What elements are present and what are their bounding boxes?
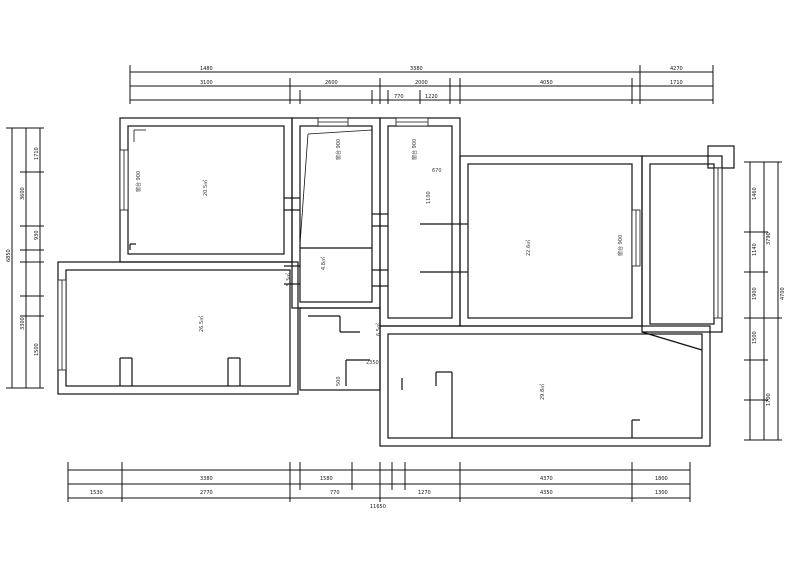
dimension-lines	[6, 65, 782, 502]
dim-top-outer-2: 4270	[670, 66, 683, 72]
dim-bottom-inner-5: 1300	[655, 490, 668, 496]
window-label-kitchen: 窗台 900	[411, 139, 418, 160]
dim-left-inner-3: 3300	[20, 317, 26, 330]
window-label-nw: 窗台 900	[135, 171, 142, 192]
dim-bottom-inner-1: 2770	[200, 490, 213, 496]
dim-right-inner-4: 1700	[766, 393, 772, 406]
dim-top-inner-1: 2600	[325, 80, 338, 86]
dim-left-outer-0: 6850	[6, 249, 12, 262]
dim-top-inner-5: 4050	[540, 80, 553, 86]
dim-bottom-outer-0: 3380	[200, 476, 213, 482]
window-label-east: 窗台 900	[617, 235, 624, 256]
dim-bottom-inner-4: 4350	[540, 490, 553, 496]
dim-top-inner-0: 3100	[200, 80, 213, 86]
dim-top-inner-4: 1220	[425, 94, 438, 100]
dim-left-inner-2: 930	[34, 230, 40, 240]
dim-bottom-inner-0: 1530	[90, 490, 103, 496]
dim-bottom-inner-3: 1270	[418, 490, 431, 496]
dim-right-inner-0: 1460	[752, 187, 758, 200]
small-label-0: 670	[432, 168, 442, 174]
dim-bottom-outer-1: 1580	[320, 476, 333, 482]
dim-bottom-outer-2: 4370	[540, 476, 553, 482]
dimension-labels: 1480 3380 4270 3100 2600 2000 770 1220 4…	[6, 66, 786, 510]
dim-right-outer-1: 4700	[780, 287, 786, 300]
windows	[57, 117, 723, 371]
dim-right-outer-0: 3790	[766, 232, 772, 245]
room-labels: 20.5㎡ 26.5㎡ 4.8㎡ 6.5㎡ 22.6㎡ 29.8㎡ 5.3㎡ 窗…	[135, 139, 624, 400]
walls	[57, 117, 735, 447]
dim-left-inner-0: 1710	[34, 147, 40, 160]
dim-bottom-inner-2: 770	[330, 490, 340, 496]
dim-bottom-outer-3: 1800	[655, 476, 668, 482]
dim-top-inner-3: 770	[394, 94, 404, 100]
dim-right-inner-2: 1900	[752, 287, 758, 300]
dim-top-outer-1: 3380	[410, 66, 423, 72]
small-label-1: 1100	[426, 191, 432, 204]
room-label-bath: 4.8㎡	[320, 257, 327, 270]
room-label-kitchen: 6.5㎡	[375, 323, 382, 336]
small-label-3: 500	[336, 376, 342, 386]
dim-right-inner-1: 1140	[752, 243, 758, 256]
room-label-se: 29.8㎡	[539, 384, 546, 400]
window-label-bath: 窗台 900	[335, 139, 342, 160]
dim-left-inner-1: 3600	[20, 187, 26, 200]
room-label-bedroom-ne: 22.6㎡	[525, 240, 532, 256]
dim-right-inner-3: 1500	[752, 331, 758, 344]
room-label-living-w: 26.5㎡	[198, 316, 205, 332]
dim-bottom-total: 11650	[370, 504, 386, 510]
dim-top-inner-6: 1710	[670, 80, 683, 86]
dim-top-outer-0: 1480	[200, 66, 213, 72]
dim-left-inner-4: 1500	[34, 343, 40, 356]
dim-top-inner-2: 2000	[415, 80, 428, 86]
room-label-hall: 5.3㎡	[285, 273, 292, 286]
small-label-2: 2350	[366, 360, 379, 366]
room-label-bedroom-nw: 20.5㎡	[202, 180, 209, 196]
